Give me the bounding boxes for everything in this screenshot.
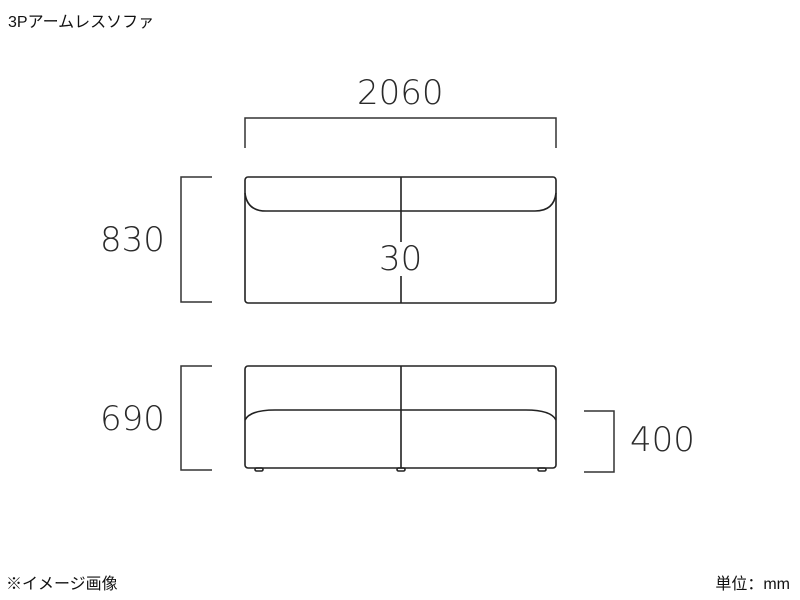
sofa-front-view <box>244 365 557 472</box>
product-title: 3Pアームレスソファ <box>8 14 155 31</box>
sofa-top-view <box>244 176 557 304</box>
inner-value: 30 <box>378 239 424 279</box>
unit-label: 単位：mm <box>715 576 790 593</box>
image-note: ※イメージ画像 <box>6 576 118 593</box>
depth-value: 830 <box>100 220 165 260</box>
seat-height-value: 400 <box>630 420 695 460</box>
depth-dimension-bracket <box>180 176 212 303</box>
width-value: 2060 <box>357 73 444 113</box>
height-value: 690 <box>100 399 165 439</box>
height-dimension-bracket <box>180 365 212 471</box>
seat-height-dimension-bracket <box>584 410 615 473</box>
width-dimension-bracket <box>244 117 557 148</box>
